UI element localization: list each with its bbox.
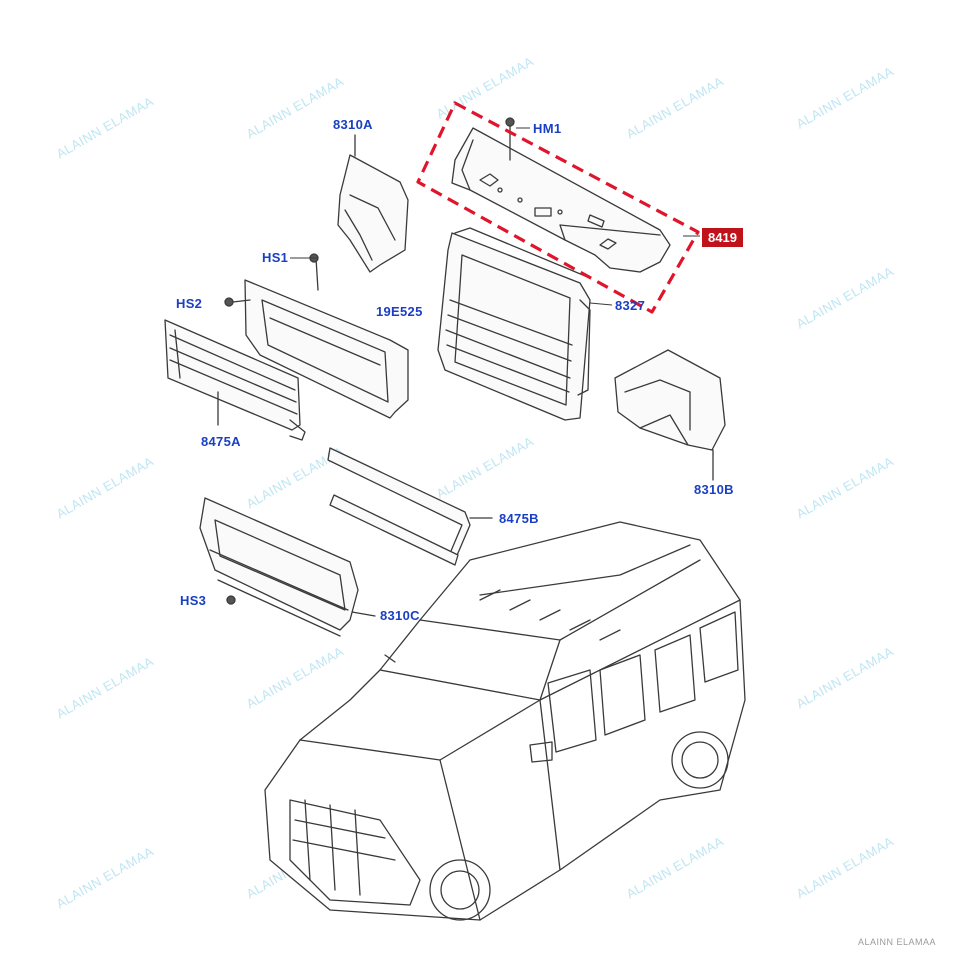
- leader-lines: [290, 127, 700, 306]
- part-8327-radiator-frame: [437, 227, 591, 421]
- screw-hs3: [226, 595, 236, 605]
- part-8475A-active-shutter: [164, 319, 306, 441]
- part-8310B-right-air-duct: [614, 349, 726, 481]
- callout-hs3[interactable]: HS3: [180, 593, 207, 608]
- callout-hs1[interactable]: HS1: [262, 250, 289, 265]
- callout-8475a[interactable]: 8475A: [201, 434, 241, 449]
- callout-8310b[interactable]: 8310B: [694, 482, 734, 497]
- callout-19e525[interactable]: 19E525: [376, 304, 423, 319]
- clip-hm1: [505, 117, 515, 127]
- part-8310A-left-air-duct: [337, 134, 409, 273]
- vehicle-illustration: [264, 521, 746, 921]
- callout-8327[interactable]: 8327: [615, 298, 646, 313]
- corner-watermark: ALAINN ELAMAA: [858, 937, 937, 947]
- callout-hm1[interactable]: HM1: [533, 121, 562, 136]
- callout-hs2[interactable]: HS2: [176, 296, 203, 311]
- part-8475B-shutter-bars: [327, 447, 493, 566]
- part-19E525-mount-frame: [244, 257, 409, 419]
- part-8310C-lower-grille: [199, 497, 376, 637]
- highlight-box-8419: [416, 101, 700, 314]
- callout-8419-highlighted[interactable]: 8419: [702, 228, 743, 247]
- screw-hs2: [224, 297, 234, 307]
- callout-8475b[interactable]: 8475B: [499, 511, 539, 526]
- callout-8310c[interactable]: 8310C: [380, 608, 420, 623]
- callout-8310a[interactable]: 8310A: [333, 117, 373, 132]
- part-8419-upper-panel: [451, 121, 671, 273]
